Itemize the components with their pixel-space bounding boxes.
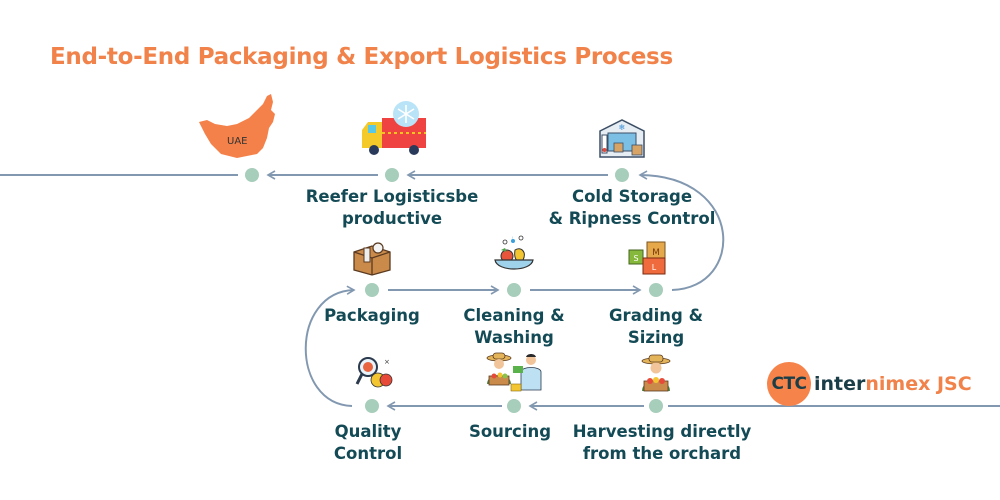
step-label-quality-line1: Quality <box>334 422 402 441</box>
washing-bowl-vegetables-icon <box>494 235 534 270</box>
step-label-cleaning-line2: Washing <box>474 328 554 347</box>
step-dot-packaging <box>365 283 379 297</box>
magnifier-fruit-inspection-icon: × <box>355 357 393 388</box>
step-dot-destination <box>245 168 259 182</box>
svg-text:×: × <box>384 358 390 366</box>
step-label-sourcing-line1: Sourcing <box>468 422 552 441</box>
company-logo: CTC internimex JSC <box>767 362 972 406</box>
svg-text:M: M <box>652 248 660 258</box>
step-label-harvesting: Harvesting directly from the orchard <box>573 421 752 465</box>
step-label-cleaning: Cleaning & Washing <box>463 305 564 349</box>
connector-grading-coldstorage <box>638 170 725 291</box>
logo-wordmark-part2: nimex JSC <box>865 373 972 395</box>
step-label-grading-line1: Grading & <box>609 306 703 325</box>
svg-text:❄: ❄ <box>619 123 626 132</box>
step-dot-sourcing <box>507 399 521 413</box>
step-label-grading-line2: Sizing <box>627 328 685 347</box>
logo-wordmark-part1: inter <box>814 373 866 395</box>
connector-quality-packaging <box>304 285 356 407</box>
step-dot-grading <box>649 283 663 297</box>
step-label-packaging-line1: Packaging <box>324 306 420 325</box>
svg-text:S: S <box>633 254 638 263</box>
step-label-cold-storage: Cold Storage & Ripness Control <box>549 186 716 230</box>
step-label-cold-storage-line2: & Ripness Control <box>548 209 716 228</box>
step-label-reefer-line1: Reefer Logisticsbe <box>305 187 479 206</box>
step-label-harvesting-line1: Harvesting directly <box>572 422 752 441</box>
step-label-packaging: Packaging <box>324 305 420 327</box>
uae-map-icon: UAE <box>199 94 275 158</box>
svg-text:L: L <box>652 263 657 272</box>
step-label-quality-control: Quality Control <box>334 421 402 465</box>
cardboard-box-tape-icon <box>353 242 391 276</box>
step-label-grading: Grading & Sizing <box>609 305 703 349</box>
step-dot-cold-storage <box>615 168 629 182</box>
step-label-sourcing: Sourcing <box>469 421 551 443</box>
cold-warehouse-icon: ❄ <box>599 119 645 158</box>
size-boxes-sml-icon: S M L <box>628 241 666 275</box>
uae-map-label: UAE <box>227 136 247 147</box>
step-dot-cleaning <box>507 283 521 297</box>
reefer-truck-icon <box>362 101 426 155</box>
step-label-cleaning-line1: Cleaning & <box>463 306 565 325</box>
step-dot-reefer <box>385 168 399 182</box>
logo-wordmark: internimex JSC <box>814 373 972 395</box>
step-label-cold-storage-line1: Cold Storage <box>571 187 693 206</box>
farmer-basket-icon <box>641 354 671 392</box>
step-label-harvesting-line2: from the orchard <box>582 444 742 463</box>
step-dot-quality-control <box>365 399 379 413</box>
logo-badge: CTC <box>767 362 811 406</box>
step-label-reefer: Reefer Logisticsbe productive <box>306 186 479 230</box>
step-label-reefer-line2: productive <box>341 209 443 228</box>
farmer-buyer-trade-icon <box>486 352 542 392</box>
step-label-quality-line2: Control <box>333 444 403 463</box>
step-dot-harvesting <box>649 399 663 413</box>
diagram-title: End-to-End Packaging & Export Logistics … <box>50 44 673 70</box>
